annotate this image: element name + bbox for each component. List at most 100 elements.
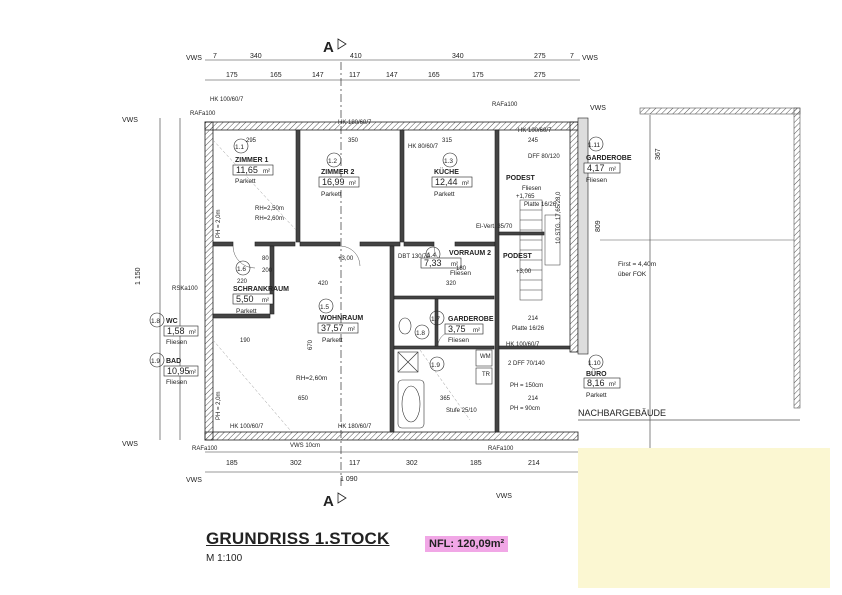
dimension-lines <box>159 59 651 473</box>
dff-bottom: 2 DFF 70/140 <box>508 361 545 367</box>
plan-title: GRUNDRISS 1.STOCK <box>206 529 390 548</box>
vws-bottom-left: VWS <box>186 477 202 484</box>
tag-rsk: RSKa100 <box>172 286 198 292</box>
dim-bottom-2: 302 <box>290 460 302 467</box>
room-unit: m² <box>189 330 196 336</box>
bathroom-fixtures <box>397 317 493 429</box>
tr-label: TR <box>482 372 491 378</box>
room-floor: Fliesen <box>450 270 471 277</box>
roof-slope-notes <box>212 139 471 431</box>
tag-hk-bottom-right: HK 100/60/7 <box>506 342 540 348</box>
dim-top-inner-6: 165 <box>428 72 440 79</box>
room-1-5: 1.5 WOHNRAUM 37,57 m² Parkett <box>317 298 363 344</box>
dim-180: 180 <box>456 266 467 272</box>
dim-top-outer-6: 7 <box>570 53 574 60</box>
dim-214-b: 214 <box>528 396 539 402</box>
room-floor: Parkett <box>235 178 256 185</box>
neighbouring-building: NACHBARGEBÄUDE First = 4,40m über FOK <box>578 107 801 421</box>
room-number: 1.9 <box>431 362 440 369</box>
room-area: 7,33 <box>424 258 442 268</box>
room-name: BAD <box>166 358 181 365</box>
podest-floor: Fliesen <box>522 186 541 192</box>
room-1-9-marker: 1.9 <box>429 356 445 372</box>
first-note-2: über FOK <box>618 271 647 278</box>
room-1-8-marker: 1.8 <box>414 324 430 340</box>
annotations: HK 100/60/7 HK 180/60/7 HK 80/60/7 HK 10… <box>172 97 562 452</box>
room-name: ZIMMER 2 <box>321 169 355 176</box>
podest2-level: +3,00 <box>516 269 532 275</box>
dim-320: 320 <box>446 281 457 287</box>
room-area: 10,95 <box>167 366 190 376</box>
dim-bottom-total: 1 090 <box>340 476 358 483</box>
rh-wohnraum: RH=2,60m <box>296 375 327 382</box>
dim-top-inner-2: 165 <box>270 72 282 79</box>
room-1-7: 1.7 GARDEROBE 3,75 m² Fliesen <box>429 310 494 344</box>
tag-hk-right: HK 80/60/7 <box>408 144 439 150</box>
room-1-1: 1.1 ZIMMER 1 11,65 m² Parkett <box>232 138 274 185</box>
room-unit: m² <box>263 169 270 175</box>
plan-scale: M 1:100 <box>206 553 243 564</box>
room-1-10: 1.10 BÜRO 8,16 m² Parkett <box>583 354 621 399</box>
interior-walls <box>212 129 571 433</box>
room-name: BÜRO <box>586 369 607 378</box>
top-dimensions: 7 340 410 340 275 7 175 165 147 117 147 … <box>186 53 598 79</box>
dim-right-1: 367 <box>655 148 662 160</box>
platte2-note: Platte 16/26 <box>512 326 545 332</box>
room-unit: m² <box>473 328 480 334</box>
room-area: 3,75 <box>448 324 466 334</box>
room-floor: Parkett <box>236 308 257 315</box>
room-1-2: 1.2 ZIMMER 2 16,99 m² Parkett <box>318 152 360 198</box>
stamp-area <box>578 448 830 588</box>
vws-left-top: VWS <box>122 117 138 124</box>
dim-365: 365 <box>440 396 451 402</box>
wm-label: WM <box>480 354 491 360</box>
ph90: PH = 90cm <box>510 406 540 412</box>
room-area: 5,50 <box>236 294 254 304</box>
dim-245: 245 <box>528 138 539 144</box>
first-note-1: First = 4,40m <box>618 261 656 268</box>
room-1-6: 1.6 SCHRANKRAUM 5,50 m² Parkett <box>232 260 289 315</box>
room-unit: m² <box>451 262 458 268</box>
room-area: 37,57 <box>321 323 344 333</box>
room-name: GARDEROBE <box>448 316 494 323</box>
exterior-walls <box>204 117 589 441</box>
room-name: WOHNRAUM <box>320 315 363 322</box>
podest2-name: PODEST <box>503 253 533 260</box>
room-1-9-label: 1.9 BAD 10,95 m² Fliesen <box>149 352 199 386</box>
dim-650: 650 <box>298 396 309 402</box>
dim-top-outer-5: 275 <box>534 53 546 60</box>
tag-hk-right2: HK 100/60/7 <box>518 128 552 134</box>
room-number: 1.6 <box>237 266 246 273</box>
nfl-badge: NFL: 120,09m² <box>425 536 509 552</box>
room-name: WC <box>166 318 178 325</box>
dim-top-inner-4: 117 <box>349 72 360 79</box>
dim-200: 200 <box>262 268 273 274</box>
room-unit: m² <box>262 298 269 304</box>
vws-top-right: VWS <box>582 55 598 62</box>
room-unit: m² <box>189 370 196 376</box>
room-area: 16,99 <box>322 177 345 187</box>
dim-top-outer-4: 340 <box>452 53 464 60</box>
dim-top-inner-5: 147 <box>386 72 398 79</box>
room-number: 1.3 <box>444 158 453 165</box>
dim-top-inner-7: 175 <box>472 72 484 79</box>
room-number: 1.8 <box>416 330 425 337</box>
room-number: 1.5 <box>320 304 329 311</box>
room-floor: Fliesen <box>448 337 469 344</box>
section-arrow-top <box>337 38 347 50</box>
level-wohnraum: +3,00 <box>338 256 354 262</box>
dim-bottom-5: 185 <box>470 460 482 467</box>
dim-670: 670 <box>308 339 314 350</box>
ph-note-bottom: PH = 2,0m <box>216 391 222 420</box>
room-number: 1.1 <box>235 144 244 151</box>
dim-420: 420 <box>318 281 329 287</box>
room-floor: Parkett <box>322 337 343 344</box>
dim-top-inner-8: 275 <box>534 72 546 79</box>
dim-right-2: 809 <box>595 220 602 232</box>
rh-zimmer1a: RH=2,50m <box>255 206 284 212</box>
dim-315: 315 <box>442 138 453 144</box>
dim-top-outer-2: 340 <box>250 53 262 60</box>
room-area: 4,17 <box>587 163 605 173</box>
podest-name: PODEST <box>506 175 536 182</box>
